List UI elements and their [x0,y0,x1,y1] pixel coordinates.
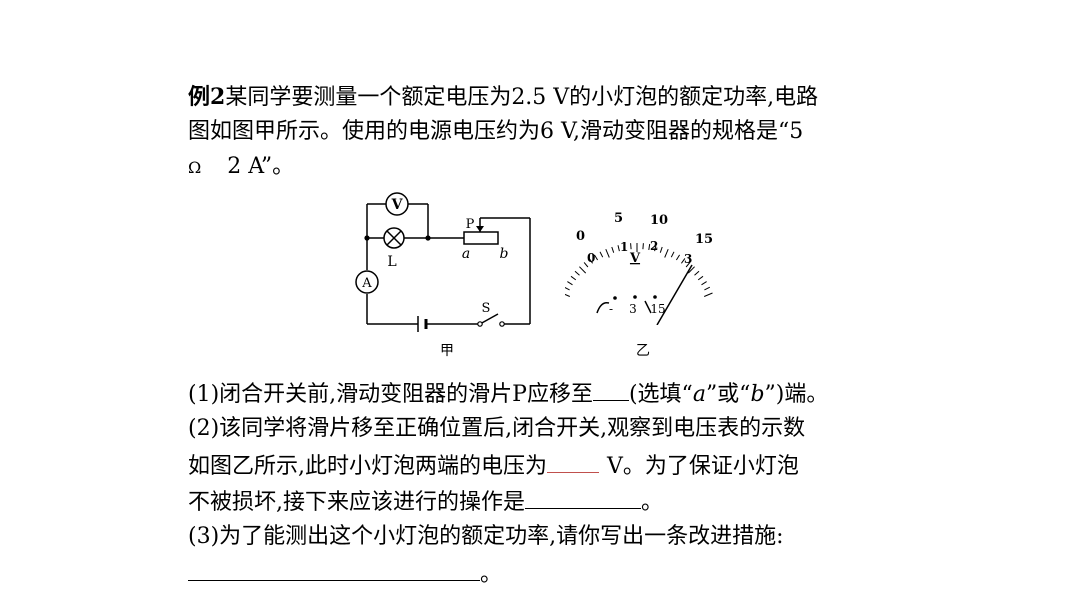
voltmeter-label: V [391,197,404,213]
dial-tick [583,262,589,268]
scale-top-5: 5 [614,211,623,226]
option-a: a [692,382,706,407]
scale-top-15: 15 [695,232,713,247]
ohm-symbol: Ω [188,158,202,177]
dial-tick [687,266,695,274]
dial-tick [567,281,573,286]
answer-blank-1[interactable] [592,376,629,401]
figure-a-caption: 甲 [440,343,454,359]
dial-tick [670,251,675,258]
voltmeter-dial: 0 5 10 15 0 1 2 3 V - 3 15 [565,211,713,325]
scale-top-0: 0 [576,229,585,244]
dial-tick [685,262,691,268]
figure-b-caption: 乙 [636,343,650,359]
question-text-1: 某同学要测量一个额定电压为2.5 V的小灯泡的额定功率,电路 [225,85,819,110]
dial-tick [623,243,626,250]
dial-tick [701,281,707,286]
end-b-label: b [500,246,509,262]
dial-tick [605,249,610,258]
part-2-line-3: 不被损坏,接下来应该进行的操作是 。 [188,484,663,520]
dial-needle [656,264,693,325]
unit-label: V [629,251,641,266]
part-2-text-2: 如图乙所示,此时小灯泡两端的电压为 [188,454,547,479]
dial-tick [565,293,570,297]
dial-tick [630,243,632,250]
dial-tick [593,254,599,261]
part-2-text-1: (2)该同学将滑片移至正确位置后,闭合开关,观察到电压表的示数 [188,416,806,441]
dial-tick [704,286,711,291]
dial-tick [664,249,669,258]
dial-tick [579,266,587,274]
dial-tick [565,287,570,291]
dial-tick [654,245,657,252]
question-line-1: 例2某同学要测量一个额定电压为2.5 V的小灯泡的额定功率,电路 [188,80,818,115]
dial-tick [697,275,704,281]
part-2-end: 。 [641,490,664,515]
part-2-text-3: V。为了保证小灯泡 [607,454,799,479]
scale-bottom-3: 3 [684,252,692,266]
dial-tick [675,254,681,261]
circuit-diagram: V L A P a b S [355,192,531,332]
answer-blank-3[interactable] [525,484,641,509]
terminal-3: 3 [629,302,637,316]
slider-label: P [466,217,475,232]
part-1-line: (1)闭合开关前,滑动变阻器的滑片P应移至 (选填“a”或“b”)端。 [188,376,828,412]
dial-tick [611,246,615,253]
switch-label: S [482,301,491,316]
dial-tick [599,251,604,258]
end-a-label: a [462,246,470,262]
lamp-symbol: L [383,227,405,270]
dial-tick [642,243,644,250]
question-line-3: Ω 2 A”。 [188,150,294,185]
answer-blank-2[interactable] [547,448,599,473]
part-3-line-1: (3)为了能测出这个小灯泡的额定功率,请你写出一条改进措施: [188,520,784,554]
example-label: 例2 [188,84,226,110]
scale-bottom-0: 0 [587,251,595,265]
ammeter-symbol: A [355,270,379,294]
part-2-line-2: 如图乙所示,此时小灯泡两端的电压为 V。为了保证小灯泡 [188,448,799,484]
answer-blank-4[interactable] [188,556,480,581]
terminal-minus: - [609,302,613,316]
dial-tick [694,270,700,276]
question-text-2: 图如图甲所示。使用的电源电压约为6 V,滑动变阻器的规格是“5 [188,119,804,144]
option-b: b [750,382,765,407]
scale-bottom-2: 2 [650,239,658,253]
dial-tick [588,258,594,264]
ammeter-label: A [361,276,372,291]
part-3-end: 。 [480,562,503,587]
question-line-2: 图如图甲所示。使用的电源电压约为6 V,滑动变阻器的规格是“5 [188,115,803,149]
dial-tick [617,245,620,252]
terminal-15: 15 [650,302,665,316]
part-2-text-4: 不被损坏,接下来应该进行的操作是 [188,490,525,515]
dial-tick [680,258,686,264]
dial-tick [704,292,713,297]
rheostat-symbol: P a b [462,217,509,262]
part-2-line-1: (2)该同学将滑片移至正确位置后,闭合开关,观察到电压表的示数 [188,412,805,446]
part-1-end: ”)端。 [764,382,829,407]
question-text-3: 2 A”。 [227,154,295,179]
voltmeter-symbol: V [385,192,409,216]
dial-tick [574,270,580,276]
dial-tick [659,246,663,253]
part-1-or: ”或“ [705,382,751,407]
dial-tick [648,243,651,250]
part-1-text: (1)闭合开关前,滑动变阻器的滑片P应移至 [188,382,593,407]
scale-bottom-1: 1 [620,240,628,254]
scale-top-10: 10 [650,213,668,228]
part-3-line-2: 。 [188,556,502,592]
part-1-choose: (选填“ [628,382,693,407]
lamp-label: L [387,254,396,270]
dial-tick [570,275,577,281]
part-3-text: (3)为了能测出这个小灯泡的额定功率,请你写出一条改进措施: [188,524,784,549]
